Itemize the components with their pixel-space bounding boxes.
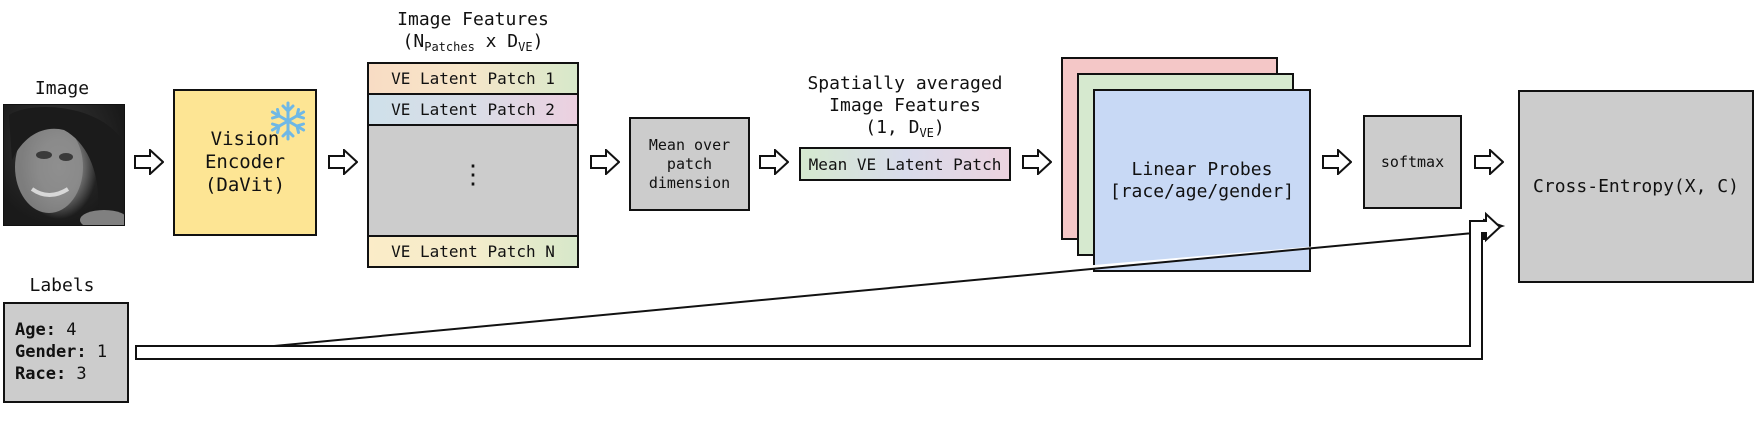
features-dims-suffix: ): [532, 31, 544, 52]
label-race-value: 3: [66, 364, 87, 384]
flow-arrow-icon: [1474, 149, 1504, 175]
spatial-dims-sub: VE: [919, 126, 934, 140]
mean-latent-patch: Mean VE Latent Patch: [799, 147, 1011, 181]
cross-entropy-box: Cross-Entropy(X, C): [1518, 90, 1754, 283]
spatial-line1: Spatially averaged: [807, 73, 1003, 94]
features-dims-sub1: Patches: [424, 40, 475, 54]
labels-title: Labels: [29, 275, 95, 296]
label-gender-key: Gender:: [15, 342, 87, 362]
label-gender-value: 1: [86, 342, 108, 362]
face-image: [3, 104, 125, 226]
label-race-key: Race:: [15, 364, 67, 384]
flow-arrow-icon: [759, 149, 789, 175]
patch-ellipsis: ⋮: [460, 160, 486, 190]
mean-line1: Mean over: [648, 135, 731, 154]
label-age-key: Age:: [15, 320, 56, 340]
flow-arrow-icon: [328, 149, 358, 175]
features-title-text: Image Features: [397, 9, 549, 30]
label-race: Race: 3: [15, 363, 127, 385]
encoder-line2: Encoder: [204, 151, 286, 173]
latent-patch-2: VE Latent Patch 2: [367, 93, 579, 126]
probes-line2: [race/age/gender]: [1109, 180, 1295, 202]
probes-line1: Linear Probes: [1131, 158, 1273, 180]
encoder-line3: (DaVit): [204, 174, 286, 196]
latent-patch-n: VE Latent Patch N: [367, 235, 579, 268]
label-gender: Gender: 1: [15, 341, 127, 363]
linear-probes-box: Linear Probes [race/age/gender]: [1093, 89, 1311, 272]
vision-encoder-box: Vision Encoder (DaVit): [173, 89, 317, 236]
spatial-line2: Image Features: [829, 95, 981, 116]
face-image-detail: [9, 107, 124, 225]
labels-box: Age: 4 Gender: 1 Race: 3: [3, 302, 129, 403]
image-title: Image: [34, 78, 90, 99]
flow-arrow-icon: [590, 149, 620, 175]
spatial-dims-suffix: ): [933, 117, 945, 138]
features-dims: (NPatches x DVE): [362, 31, 584, 58]
softmax-box: softmax: [1363, 115, 1462, 209]
spatial-dims: (1, DVE): [790, 117, 1020, 144]
mean-line3: dimension: [648, 173, 731, 192]
flow-arrow-icon: [134, 149, 164, 175]
features-title: Image Features (NPatches x DVE): [362, 9, 584, 58]
latent-patch-1: VE Latent Patch 1: [367, 62, 579, 95]
features-dims-prefix: (N: [402, 31, 425, 52]
encoder-line1: Vision: [210, 128, 280, 150]
snowflake-icon: [270, 101, 306, 141]
spatial-dims-prefix: (1, D: [865, 117, 920, 138]
flow-arrow-icon: [1022, 149, 1052, 175]
label-age-value: 4: [55, 320, 77, 340]
features-dims-sub2: VE: [518, 40, 533, 54]
flow-arrow-icon: [1322, 149, 1352, 175]
spatial-title: Spatially averaged Image Features (1, DV…: [790, 73, 1020, 144]
mean-pooling-box: Mean over patch dimension: [629, 117, 750, 211]
mean-line2: patch: [666, 154, 713, 173]
features-dims-mid: x D: [474, 31, 519, 52]
label-age: Age: 4: [15, 319, 127, 341]
